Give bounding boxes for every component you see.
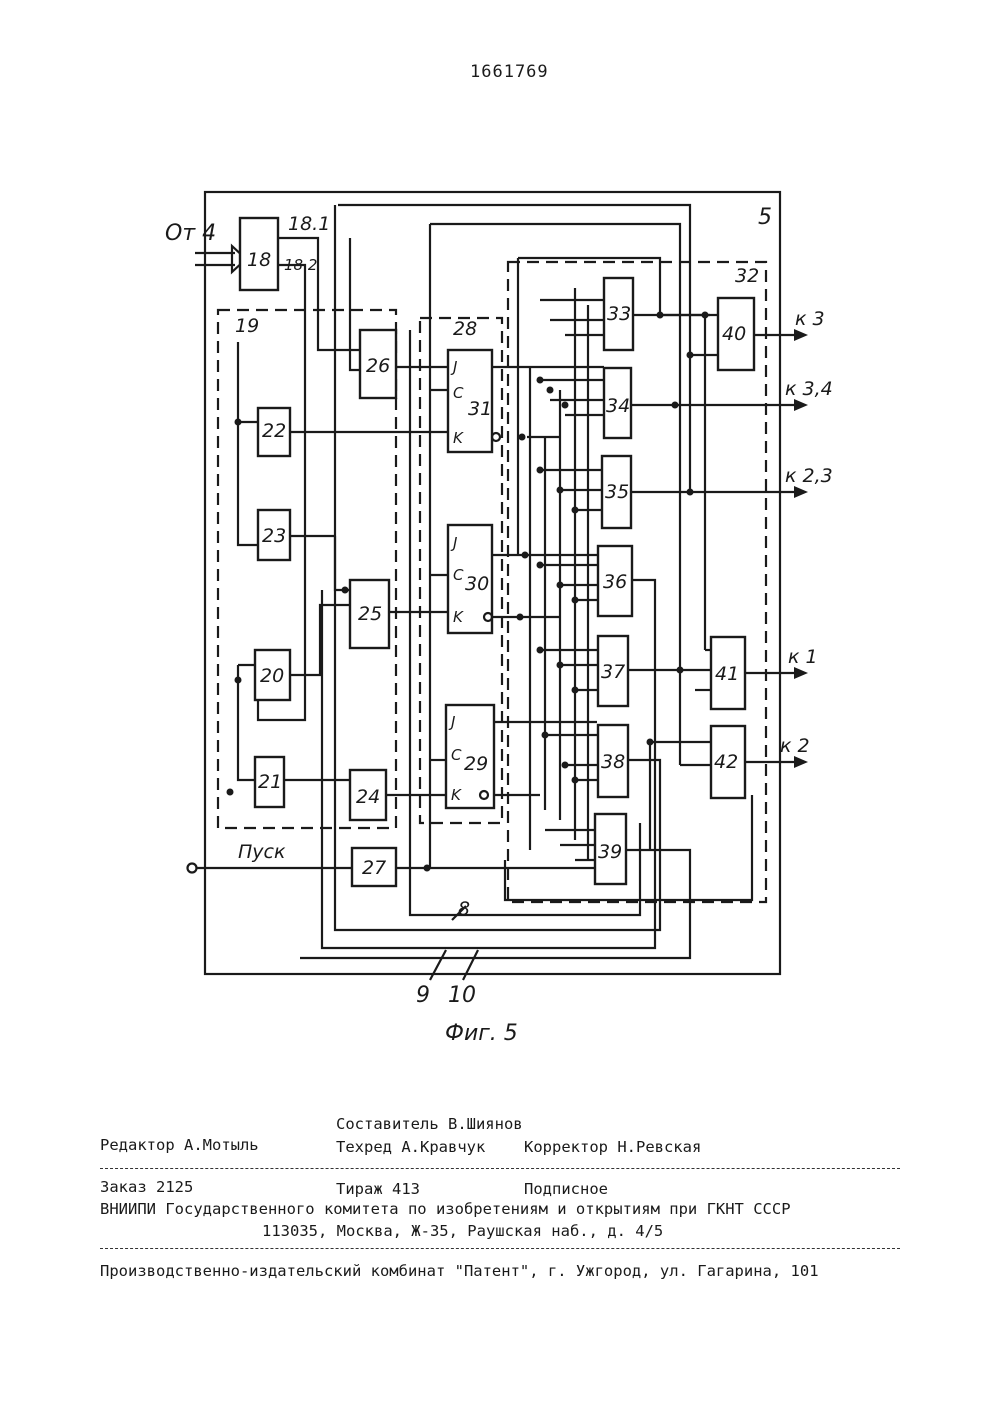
block-27: 27 [352,848,396,886]
block-38: 38 [598,725,628,797]
circulation: Тираж 413 [336,1180,420,1198]
input-arrow [195,246,246,272]
block-33: 33 [604,278,633,350]
block-42: 42 [711,726,745,798]
output-label-k23: к 2,3 [785,465,833,487]
label-18-2: 18.2 [284,256,317,274]
svg-text:34: 34 [606,395,630,417]
label-group-19: 19 [235,315,259,337]
block-34: 34 [604,368,631,438]
block-37: 37 [598,636,628,706]
label-18-1: 18.1 [288,213,330,235]
svg-text:K: K [451,786,462,804]
svg-text:21: 21 [258,771,282,793]
svg-text:C: C [451,746,462,764]
block-20: 20 [255,650,290,700]
output-label-k34: к 3,4 [785,378,833,400]
label-bus-10: 10 [448,983,476,1008]
output-label-k2: к 2 [780,735,810,757]
block-41: 41 [711,637,745,709]
block-36: 36 [598,546,632,616]
svg-text:39: 39 [598,841,622,863]
svg-text:38: 38 [601,751,625,773]
label-group-32: 32 [735,265,759,287]
svg-text:35: 35 [605,481,629,503]
svg-text:22: 22 [262,420,286,442]
svg-text:K: K [453,429,464,447]
svg-text:42: 42 [714,751,738,773]
address: 113035, Москва, Ж-35, Раушская наб., д. … [262,1222,663,1240]
printing-plant: Производственно-издательский комбинат "П… [100,1262,819,1280]
svg-text:27: 27 [362,857,386,879]
corrector: Корректор Н.Ревская [524,1138,701,1156]
svg-text:18: 18 [247,249,271,271]
svg-text:C: C [453,384,464,402]
svg-text:29: 29 [464,753,488,775]
svg-text:23: 23 [262,525,286,547]
svg-text:30: 30 [465,573,489,595]
output-label-k3: к 3 [795,308,825,330]
svg-text:25: 25 [358,603,382,625]
block-23: 23 [258,510,290,560]
svg-text:C: C [453,566,464,584]
organization: ВНИИПИ Государственного комитета по изоб… [100,1200,791,1218]
svg-text:41: 41 [715,663,739,685]
block-35: 35 [602,456,631,528]
svg-text:37: 37 [601,661,625,683]
svg-text:33: 33 [607,303,631,325]
subscription: Подписное [524,1180,608,1198]
block-40: 40 [718,298,754,370]
label-group-28: 28 [453,318,477,340]
svg-text:36: 36 [603,571,627,593]
svg-text:40: 40 [722,323,746,345]
techred: Техред А.Кравчук [336,1138,485,1156]
block-30: 30 JCK [448,525,492,633]
svg-text:20: 20 [260,665,284,687]
svg-text:24: 24 [356,786,380,808]
block-25: 25 [350,580,389,648]
divider-top [100,1168,900,1169]
label-bus-9: 9 [416,983,430,1008]
svg-text:31: 31 [468,398,492,420]
block-26: 26 [360,330,396,398]
svg-text:26: 26 [366,355,390,377]
block-diagram: 18 22 23 20 21 26 25 24 27 31 JCK 30 JCK… [0,0,1000,1080]
start-label: Пуск [238,841,286,863]
block-39: 39 [595,814,626,884]
block-29: 29 JCK [446,705,494,808]
svg-text:K: K [453,608,464,626]
order: Заказ 2125 [100,1178,193,1196]
frame-label: 5 [758,205,772,230]
figure-caption: Фиг. 5 [445,1021,518,1046]
output-label-k1: к 1 [788,646,818,668]
block-24: 24 [350,770,386,820]
block-21: 21 [255,757,284,807]
input-label: От 4 [165,221,216,246]
compiler: Составитель В.Шиянов [336,1115,523,1133]
block-18: 18 [240,218,278,290]
block-22: 22 [258,408,290,456]
block-31: 31 JCK [448,350,500,452]
divider-bottom [100,1248,900,1249]
start-terminal [188,864,197,873]
editor: Редактор А.Мотыль [100,1136,259,1154]
